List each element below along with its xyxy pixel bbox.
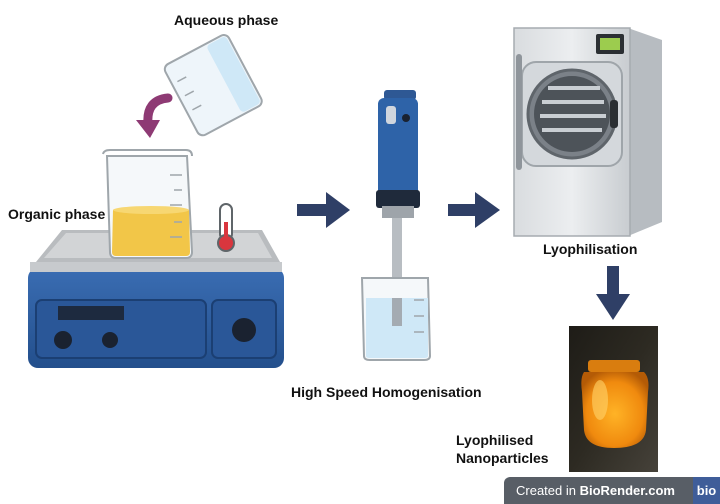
down-arrow-icon xyxy=(596,266,630,320)
lyophilisation-label: Lyophilisation xyxy=(543,241,638,257)
right-arrow-icon xyxy=(297,192,350,228)
pour-arrowhead xyxy=(136,120,160,138)
homogenisation-beaker xyxy=(360,277,432,361)
organic-phase-beaker xyxy=(102,149,194,259)
organic-phase-label: Organic phase xyxy=(8,206,106,222)
biorender-badge[interactable]: Created in BioRender.com bio xyxy=(504,477,720,504)
right-arrow-icon xyxy=(448,192,500,228)
badge-prefix: Created in xyxy=(516,483,580,498)
badge-text: Created in BioRender.com xyxy=(516,477,675,504)
lyophilised-nanoparticles-photo xyxy=(569,326,658,472)
homogenisation-label: High Speed Homogenisation xyxy=(291,384,482,400)
biorender-logo-icon: bio xyxy=(693,477,720,504)
freeze-dryer xyxy=(513,27,662,237)
homogeniser xyxy=(376,90,420,312)
aqueous-phase-label: Aqueous phase xyxy=(174,12,279,28)
aqueous-phase-beaker xyxy=(163,34,263,137)
badge-brand: BioRender.com xyxy=(579,483,675,498)
nanoparticles-label-line2: Nanoparticles xyxy=(456,450,549,466)
thermometer-icon xyxy=(217,203,235,252)
nanoparticles-label-line1: Lyophilised xyxy=(456,432,534,448)
